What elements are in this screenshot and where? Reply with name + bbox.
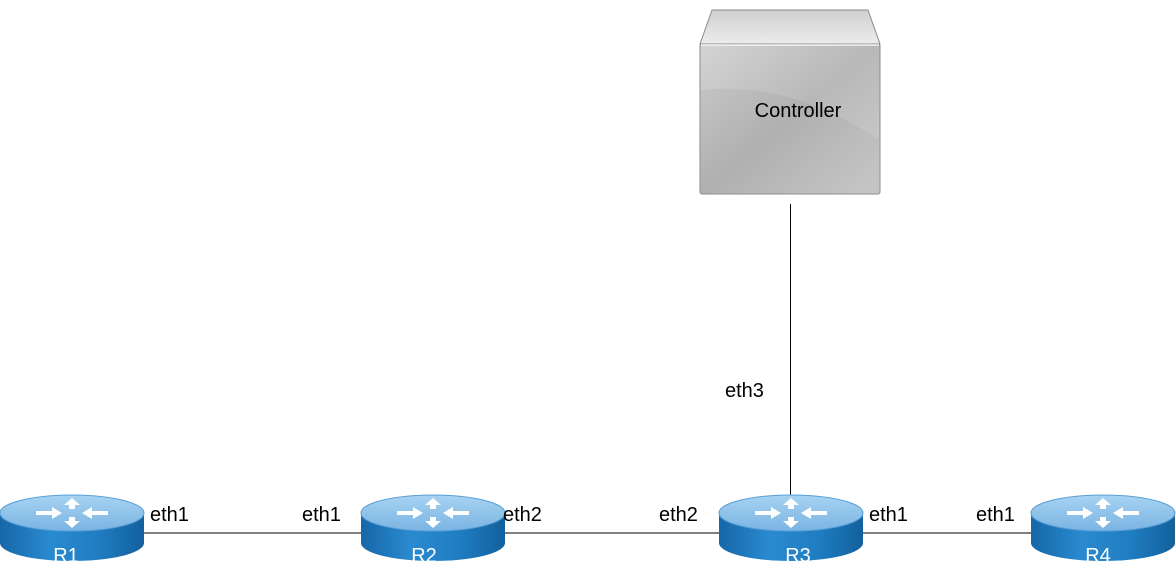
r1-eth1-label: eth1 [150, 504, 189, 526]
r3-eth2-label: eth2 [659, 504, 698, 526]
router-r3[interactable]: R3 [718, 494, 864, 567]
router-r1[interactable]: R1 [0, 494, 145, 567]
controller-label: Controller [755, 100, 842, 122]
r3-eth1-label: eth1 [869, 504, 908, 526]
router-label: R3 [785, 545, 811, 567]
router-label: R1 [53, 545, 79, 567]
controller-node[interactable]: Controller [699, 9, 881, 195]
r3-eth3-label: eth3 [725, 380, 764, 402]
router-label: R4 [1085, 545, 1111, 567]
r2-eth1-label: eth1 [302, 504, 341, 526]
router-label: R2 [411, 545, 437, 567]
r2-eth2-label: eth2 [503, 504, 542, 526]
router-r4[interactable]: R4 [1030, 494, 1176, 567]
r4-eth1-label: eth1 [976, 504, 1015, 526]
router-r2[interactable]: R2 [360, 494, 506, 567]
